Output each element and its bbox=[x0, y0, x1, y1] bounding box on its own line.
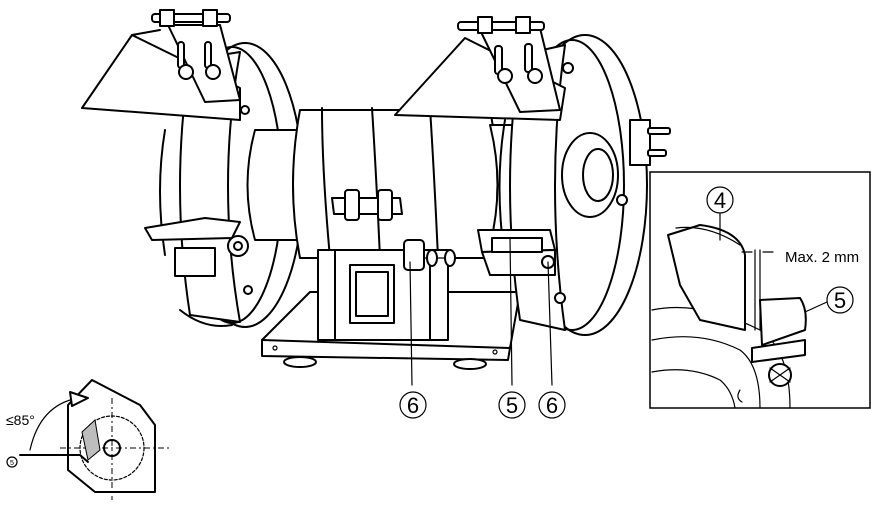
leader-6-right bbox=[547, 261, 553, 386]
label-6-left: 6 bbox=[399, 391, 427, 419]
inset-label-4: 4 bbox=[706, 186, 734, 241]
svg-text:4: 4 bbox=[714, 188, 726, 213]
gap-note: Max. 2 mm bbox=[785, 249, 859, 266]
svg-text:5: 5 bbox=[10, 460, 14, 467]
inset-label-5: 5 bbox=[804, 286, 854, 314]
svg-text:6: 6 bbox=[546, 393, 558, 418]
right-eye-shield bbox=[394, 16, 566, 121]
angle-label: ≤85° bbox=[6, 412, 35, 428]
left-eye-shield bbox=[81, 9, 241, 121]
leader-6-left bbox=[409, 261, 413, 386]
svg-text:5: 5 bbox=[834, 288, 846, 313]
svg-text:5: 5 bbox=[506, 393, 518, 418]
svg-text:6: 6 bbox=[407, 393, 419, 418]
label-6-right: 6 bbox=[538, 391, 566, 419]
label-5: 5 bbox=[498, 391, 526, 419]
right-tool-rest bbox=[403, 229, 556, 276]
angle-diagram: 5 bbox=[6, 379, 170, 500]
left-tool-rest bbox=[144, 217, 249, 277]
leader-5 bbox=[509, 237, 513, 386]
grinder-base bbox=[261, 249, 521, 370]
inset-detail bbox=[649, 171, 871, 409]
